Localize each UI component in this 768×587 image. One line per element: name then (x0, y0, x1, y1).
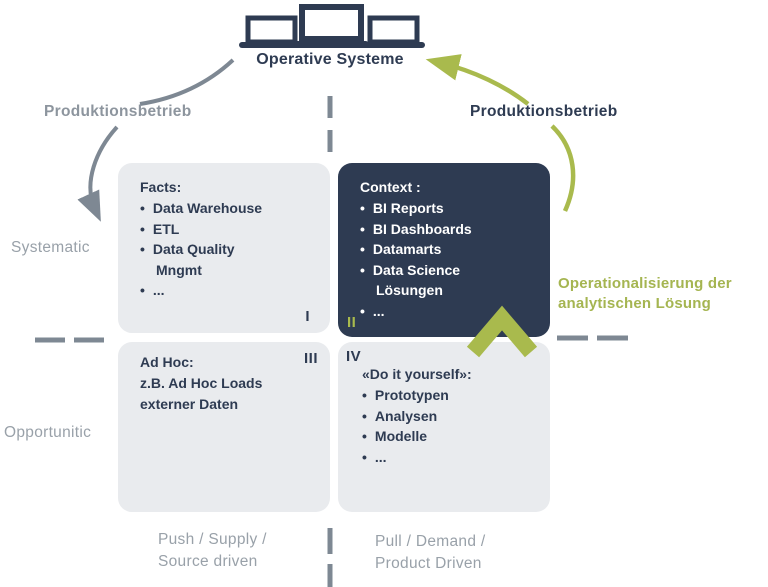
operationalization-line1: Operationalisierung der (558, 275, 732, 292)
list-item: BI Dashboards (360, 219, 538, 240)
operationalization-label: Operationalisierung der analytischen Lös… (558, 274, 732, 314)
push-supply-line1: Push / Supply / (158, 531, 267, 548)
pull-demand-axis-label: Pull / Demand / Product Driven (375, 531, 485, 575)
laptops-icon (239, 4, 425, 48)
quadrant-item-list: Data WarehouseETLData Quality Mngmt... (140, 198, 318, 301)
list-item: Analysen (362, 406, 540, 427)
green-curve-arrow-lower (550, 124, 576, 212)
quadrant-facts: Facts: Data WarehouseETLData Quality Mng… (118, 163, 330, 333)
pull-demand-line1: Pull / Demand / (375, 533, 486, 550)
quadrant-item-list: BI ReportsBI DashboardsDatamartsData Sci… (360, 198, 538, 321)
quadrant-numeral: IV (346, 348, 362, 365)
list-item: z.B. Ad Hoc Loads (140, 375, 263, 391)
quadrant-context: Context : BI ReportsBI DashboardsDatamar… (338, 163, 550, 337)
quadrant-numeral: III (303, 350, 318, 367)
list-item: Data Warehouse (140, 198, 318, 219)
produktionsbetrieb-left-label: Produktionsbetrieb (44, 103, 192, 120)
quadrant-title: «Do it yourself»: (362, 366, 472, 382)
green-curve-arrow-upper (425, 54, 530, 106)
quadrant-title: Facts: (140, 179, 182, 195)
systematic-axis-label: Systematic (11, 239, 90, 256)
list-item: BI Reports (360, 198, 538, 219)
pull-demand-line2: Product Driven (375, 555, 482, 572)
list-item: ... (140, 280, 318, 301)
list-item: externer Daten (140, 396, 239, 412)
list-item: Data Quality Mngmt (140, 239, 318, 280)
quadrant-title: Context : (360, 179, 421, 195)
list-item: Datamarts (360, 239, 538, 260)
list-item: ... (360, 301, 538, 322)
push-supply-line2: Source driven (158, 553, 258, 570)
push-supply-axis-label: Push / Supply / Source driven (158, 529, 267, 573)
gray-curve-arrow-top (139, 58, 235, 106)
quadrant-title: Ad Hoc: (140, 354, 194, 370)
quadrant-do-it-yourself: «Do it yourself»: PrototypenAnalysenMode… (338, 342, 550, 512)
quadrant-numeral: I (305, 308, 310, 325)
quadrant-numeral: II (347, 314, 357, 331)
list-item: ... (362, 447, 540, 468)
list-item: Modelle (362, 426, 540, 447)
quadrant-line-list: z.B. Ad Hoc Loads externer Daten (140, 373, 318, 415)
operative-systeme-label: Operative Systeme (256, 51, 404, 68)
list-item: ETL (140, 219, 318, 240)
operationalization-line2: analytischen Lösung (558, 295, 711, 312)
list-item: Data Science Lösungen (360, 260, 538, 301)
list-item: Prototypen (362, 385, 540, 406)
gray-curve-arrow-down (77, 125, 119, 222)
opportunitic-axis-label: Opportunitic (4, 424, 92, 441)
produktionsbetrieb-right-label: Produktionsbetrieb (470, 103, 618, 120)
quadrant-item-list: PrototypenAnalysenModelle... (362, 385, 540, 467)
